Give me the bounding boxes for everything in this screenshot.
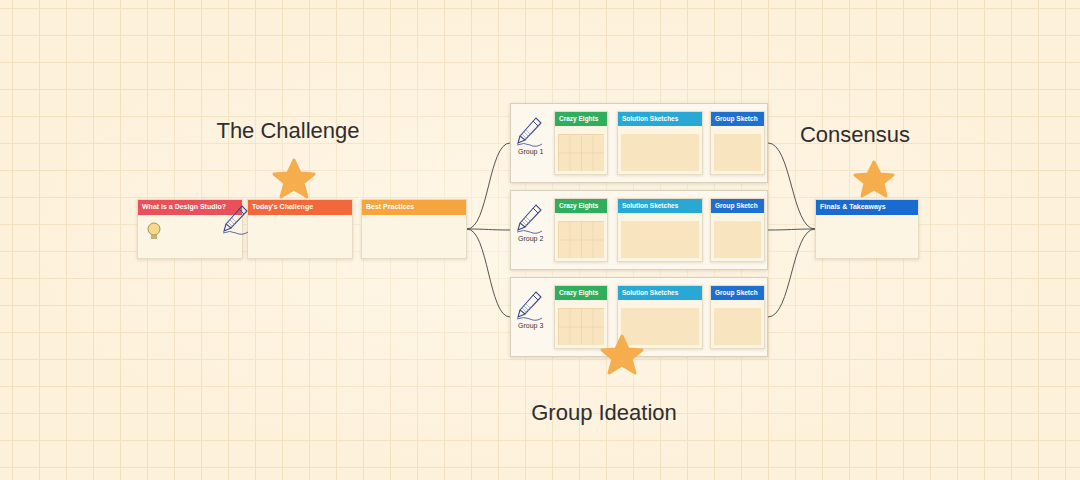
sketch-area bbox=[714, 308, 761, 345]
stage-card: Group Sketch bbox=[710, 285, 765, 349]
flow-connector bbox=[467, 229, 510, 317]
section-label: The Challenge bbox=[216, 118, 359, 144]
sketch-area bbox=[714, 134, 761, 171]
group-panel: Group 3 Crazy Eights Solution Sketches Grou… bbox=[510, 277, 768, 357]
star bbox=[274, 160, 893, 373]
sketch-area bbox=[714, 221, 761, 258]
flow-connector bbox=[467, 143, 510, 229]
stage-card: Crazy Eights bbox=[554, 198, 608, 262]
stage-card: Today's Challenge bbox=[247, 199, 353, 259]
flow-connector bbox=[467, 229, 510, 230]
stage-card: Finals & Takeaways bbox=[815, 199, 919, 259]
stage-card: Group Sketch bbox=[710, 111, 765, 175]
card-header: Best Practices bbox=[362, 200, 466, 215]
sketch-area bbox=[558, 221, 604, 258]
card-header: Solution Sketches bbox=[618, 112, 702, 126]
sketch-area bbox=[558, 308, 604, 345]
card-header: Group Sketch bbox=[711, 286, 764, 300]
sketch-area bbox=[621, 134, 699, 171]
stage-card: What is a Design Studio? bbox=[137, 199, 243, 259]
card-header: Group Sketch bbox=[711, 199, 764, 213]
stage-card: Best Practices bbox=[361, 199, 467, 259]
group-panel: Group 1 Crazy Eights Solution Sketches Grou… bbox=[510, 103, 768, 183]
flow-connector bbox=[768, 229, 815, 230]
section-label: Consensus bbox=[800, 122, 910, 148]
card-header: What is a Design Studio? bbox=[138, 200, 242, 215]
group-label: Group 1 bbox=[518, 148, 543, 155]
stage-card: Crazy Eights bbox=[554, 111, 608, 175]
card-header: Today's Challenge bbox=[248, 200, 352, 215]
stage-card: Solution Sketches bbox=[617, 111, 703, 175]
flow-connector bbox=[768, 229, 815, 317]
card-header: Solution Sketches bbox=[618, 286, 702, 300]
stage-card: Solution Sketches bbox=[617, 285, 703, 349]
card-header: Crazy Eights bbox=[555, 286, 607, 300]
group-label: Group 2 bbox=[518, 235, 543, 242]
group-label: Group 3 bbox=[518, 322, 543, 329]
card-header: Group Sketch bbox=[711, 112, 764, 126]
flow-connector bbox=[768, 143, 815, 229]
stage-card: Group Sketch bbox=[710, 198, 765, 262]
card-header: Crazy Eights bbox=[555, 199, 607, 213]
sketch-area bbox=[558, 134, 604, 171]
sketch-area bbox=[621, 221, 699, 258]
card-header: Finals & Takeaways bbox=[816, 200, 918, 215]
card-header: Solution Sketches bbox=[618, 199, 702, 213]
sketch-area bbox=[621, 308, 699, 345]
card-header: Crazy Eights bbox=[555, 112, 607, 126]
group-panel: Group 2 Crazy Eights Solution Sketches Grou… bbox=[510, 190, 768, 270]
stage-card: Crazy Eights bbox=[554, 285, 608, 349]
stage-card: Solution Sketches bbox=[617, 198, 703, 262]
section-label: Group Ideation bbox=[531, 400, 677, 426]
